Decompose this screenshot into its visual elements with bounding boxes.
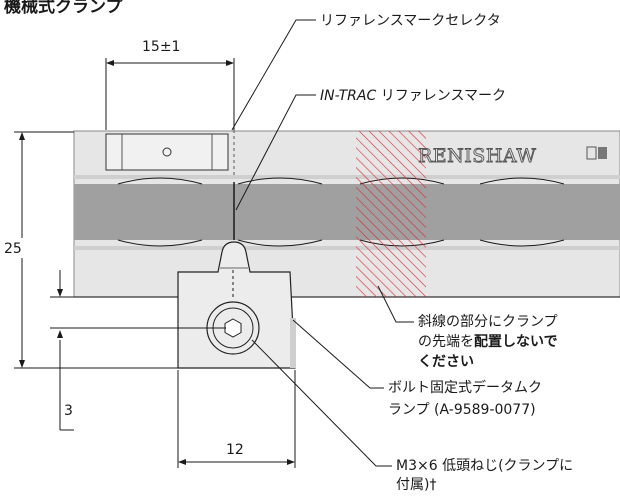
label-screw-2: 付属)† [396, 477, 436, 493]
label-clamp-1: ボルト固定式データムク [388, 379, 542, 396]
leader-hatch-note [377, 285, 414, 323]
dimension-height: 25 [2, 131, 178, 369]
svg-text:15±1: 15±1 [142, 39, 180, 55]
diagram-title: 機械式クランプ [4, 0, 123, 17]
svg-text:25: 25 [4, 241, 22, 257]
leader-clamp [292, 319, 384, 389]
leader-screw [251, 339, 392, 467]
label-hatch-note-1: 斜線の部分にクランプ [418, 314, 558, 330]
svg-text:12: 12 [226, 442, 244, 458]
dimension-top-width: 15±1 [105, 39, 235, 130]
dimension-offset: 3 [50, 270, 74, 431]
hex-socket-icon [224, 318, 242, 338]
label-intrac: IN-TRAC リファレンスマーク [320, 88, 506, 104]
logo-mark-icon [586, 146, 597, 160]
no-clamp-hatched-zone [356, 131, 426, 297]
dimension-clamp-width: 12 [177, 370, 296, 468]
label-screw-1: M3×6 低頭ねじ(クランプに [396, 458, 573, 474]
leader-intrac [235, 94, 316, 211]
datum-clamp [177, 241, 296, 369]
reference-mark-selector [105, 133, 229, 171]
svg-text:3: 3 [64, 403, 73, 419]
leader-selector [231, 19, 316, 131]
label-selector: リファレンスマークセレクタ [320, 13, 501, 29]
renishaw-logo: RENISHAW [418, 145, 536, 167]
label-hatch-note-2: の先端を配置しないで [418, 333, 558, 350]
label-clamp-2: ランプ (A-9589-0077) [388, 402, 536, 418]
scale-rail [73, 130, 620, 298]
scale-tape-band [74, 184, 620, 240]
label-hatch-note-3: ください [418, 354, 474, 370]
